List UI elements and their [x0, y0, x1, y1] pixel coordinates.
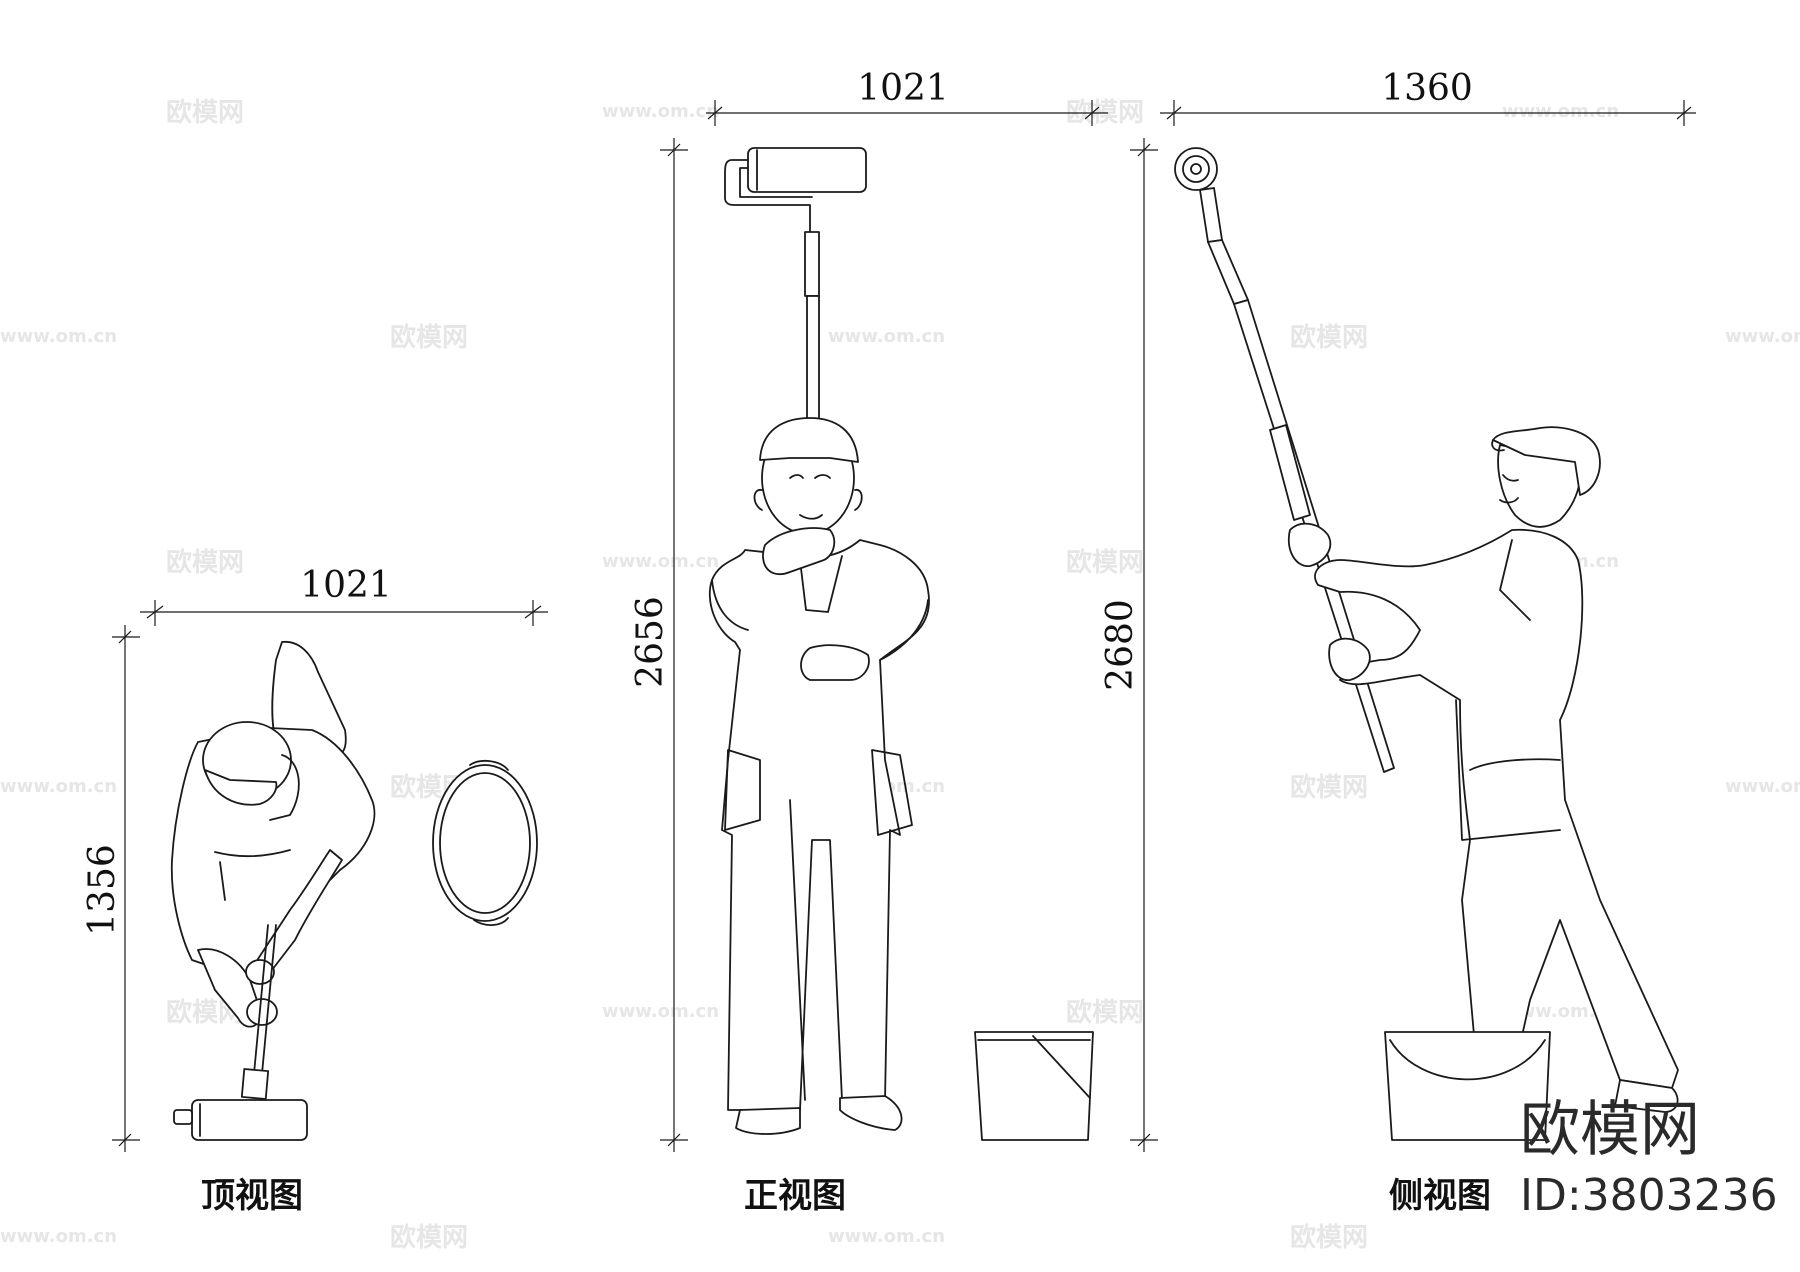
watermark-url: www.om.cn [1502, 101, 1619, 122]
watermark-url: www.om.cn [828, 326, 945, 347]
watermark-url: www.om.cn [1725, 776, 1800, 797]
watermark-url: www.om.cn [602, 101, 719, 122]
watermark-url: www.om.cn [0, 326, 117, 347]
dimension-lines [112, 100, 1696, 1152]
watermark-url: www.om.cn [0, 1226, 117, 1247]
side-view-caption: 侧视图 [1389, 1176, 1491, 1216]
top-view-width-label: 1021 [300, 565, 392, 606]
front-view-caption: 正视图 [744, 1176, 846, 1216]
front-view-figure [708, 147, 1094, 1141]
top-view-figure [170, 641, 538, 1141]
watermark: 欧模网 [1066, 547, 1144, 578]
watermark: 欧模网 [166, 547, 244, 578]
watermark-url: www.om.cn [1725, 326, 1800, 347]
watermark-url: www.om.cn [0, 776, 117, 797]
watermark: 欧模网 [390, 322, 468, 353]
top-view-height-label: 1356 [82, 844, 123, 936]
side-view-figure [1174, 147, 1679, 1141]
watermark: 欧模网 [390, 1222, 468, 1253]
watermark: 欧模网 [1290, 322, 1368, 353]
brand-logo: 欧模网 ID:3803236 [1520, 1095, 1778, 1221]
front-view-width-label: 1021 [857, 68, 949, 109]
watermark: 欧模网 [1066, 997, 1144, 1028]
watermark-url: www.om.cn [828, 1226, 945, 1247]
logo-name: 欧模网 [1520, 1095, 1700, 1165]
watermark: 欧模网 [166, 97, 244, 128]
logo-id: ID:3803236 [1520, 1170, 1778, 1221]
watermark-url: www.om.cn [1502, 1001, 1619, 1022]
watermark: 欧模网 [1290, 772, 1368, 803]
watermark-url: www.om.cn [602, 1001, 719, 1022]
watermark-url: www.om.cn [602, 551, 719, 572]
side-view-height-label: 2680 [1100, 599, 1141, 691]
watermark: 欧模网 [1290, 1222, 1368, 1253]
side-view-width-label: 1360 [1381, 68, 1473, 109]
top-view-caption: 顶视图 [201, 1176, 303, 1216]
front-view-height-label: 2656 [630, 596, 671, 688]
